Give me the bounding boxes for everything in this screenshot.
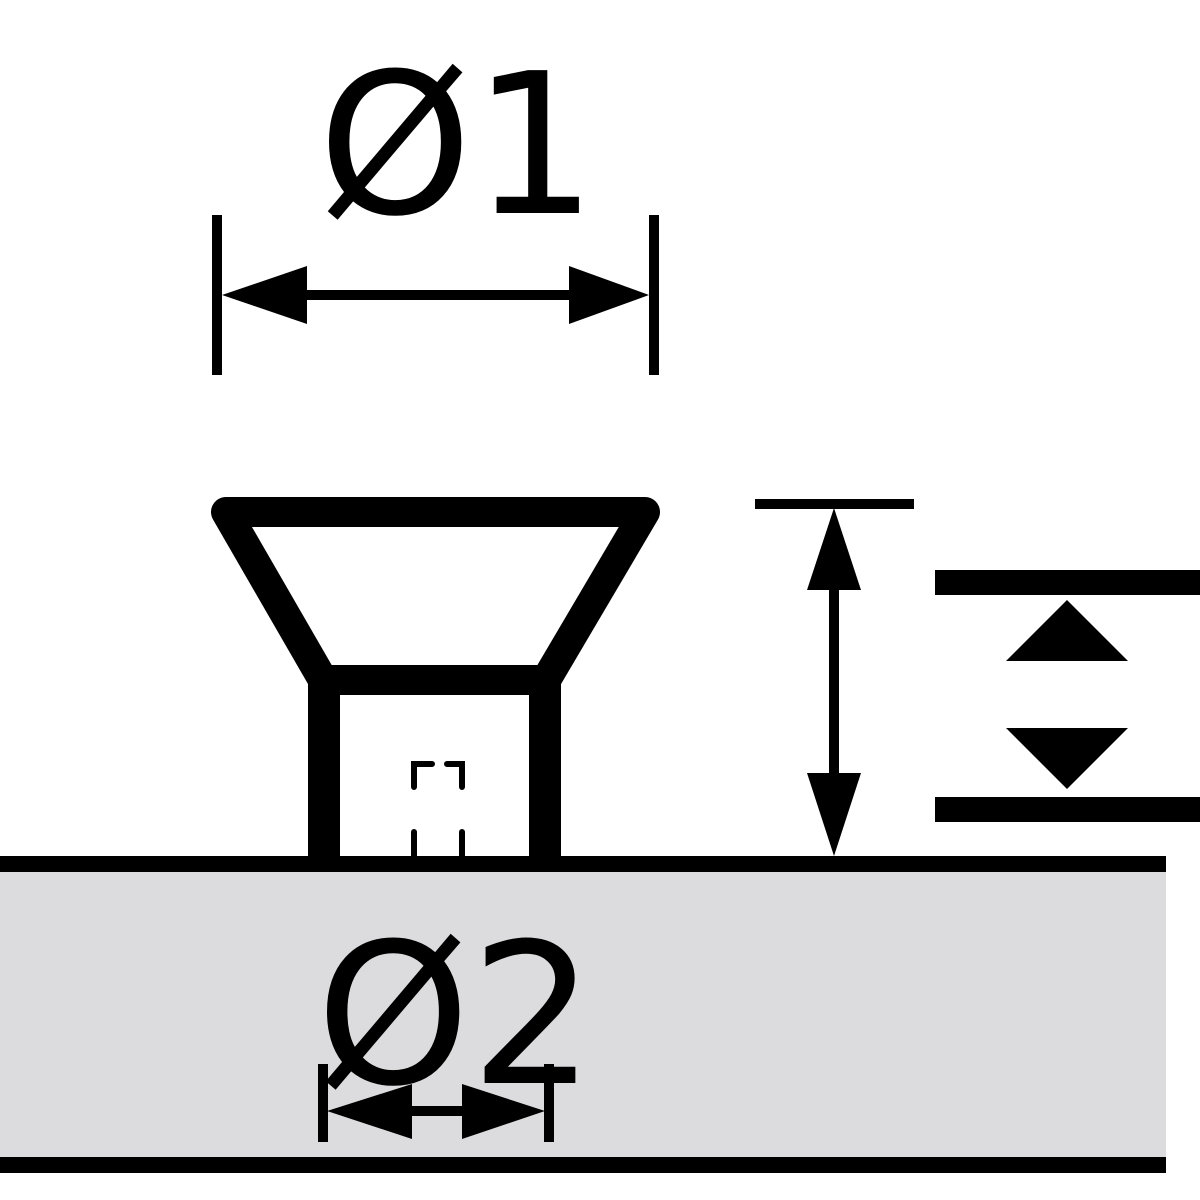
screw-head xyxy=(211,497,660,695)
adjust-top-bar xyxy=(935,570,1200,595)
depth-arrowhead-down xyxy=(807,773,861,856)
top-diameter-dimension xyxy=(212,215,659,375)
screw-thread-marks xyxy=(411,761,465,859)
arrowhead-right xyxy=(569,266,649,324)
arrowhead-left xyxy=(222,266,307,324)
triangle-up-icon xyxy=(1006,600,1128,661)
base-panel xyxy=(0,864,1166,1165)
top-diameter-label: Ø1 xyxy=(318,32,597,260)
triangle-down-icon xyxy=(1006,728,1128,789)
countersunk-screw-icon xyxy=(211,497,660,859)
depth-arrowhead-up xyxy=(807,508,861,590)
adjust-bottom-bar xyxy=(935,797,1200,822)
bottom-diameter-dimension xyxy=(318,1064,554,1142)
adjust-up-down-icon xyxy=(935,570,1200,822)
small-arrowhead-left xyxy=(327,1084,412,1139)
depth-dimension-arrow-icon xyxy=(755,499,914,856)
small-arrowhead-right xyxy=(462,1084,545,1139)
